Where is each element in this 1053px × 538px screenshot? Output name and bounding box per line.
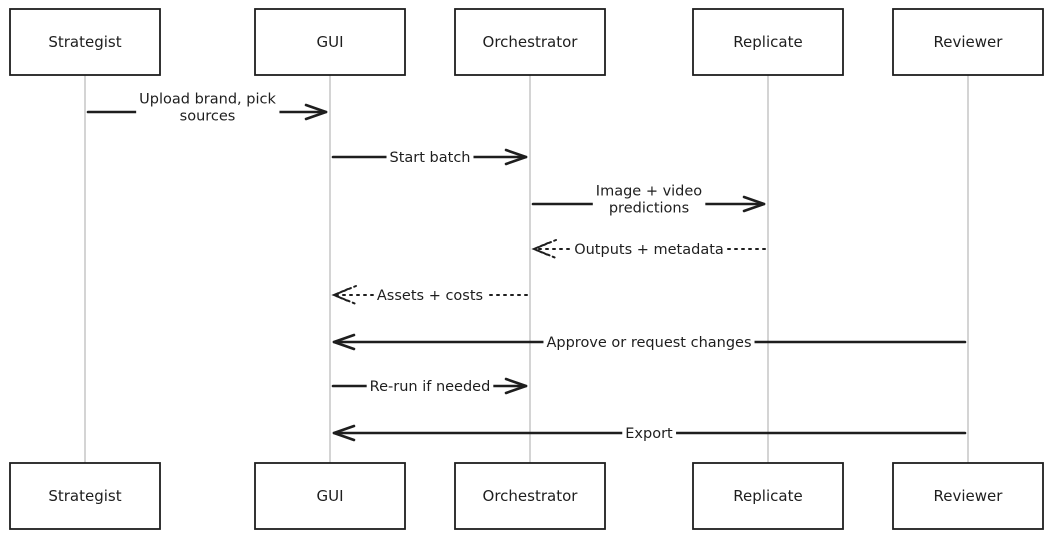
actor-box xyxy=(454,8,606,76)
actor-box xyxy=(254,8,406,76)
message-label-background xyxy=(386,149,474,167)
message-label-background xyxy=(543,334,755,352)
actor-box xyxy=(9,8,161,76)
message-label: Re-run if needed xyxy=(370,379,491,395)
message-label: Image + video xyxy=(596,184,703,200)
actor-strategist-top: Strategist xyxy=(9,8,161,76)
message-label-background xyxy=(622,425,677,443)
actor-label: Replicate xyxy=(733,33,802,51)
actor-box xyxy=(9,462,161,530)
actors-bottom: Strategist GUI Orchestrator Replicate Review… xyxy=(9,462,1044,530)
actor-box xyxy=(692,8,844,76)
message-label-background xyxy=(373,287,487,305)
actor-gui-bottom: GUI xyxy=(254,462,406,530)
lifelines xyxy=(84,75,969,463)
message-label: Start batch xyxy=(390,150,471,166)
arrow-head-inner xyxy=(331,288,349,302)
actors-top: Strategist GUI Orchestrator Replicate Review… xyxy=(9,8,1044,76)
arrow-head xyxy=(304,103,328,121)
actor-label: GUI xyxy=(316,33,343,51)
actor-gui-top: GUI xyxy=(254,8,406,76)
actor-label: Orchestrator xyxy=(483,33,579,51)
message-label-background xyxy=(592,182,706,218)
message-label: Approve or request changes xyxy=(546,335,751,351)
arrow-head xyxy=(504,377,528,395)
actor-label: Reviewer xyxy=(934,487,1004,505)
message-label: Outputs + metadata xyxy=(574,242,724,258)
message-label-background xyxy=(366,378,494,396)
actor-replicate-bottom: Replicate xyxy=(692,462,844,530)
actor-orchestrator-bottom: Orchestrator xyxy=(454,462,606,530)
message-label: Export xyxy=(625,426,673,442)
arrow-head xyxy=(332,333,356,351)
arrow-head-inner xyxy=(531,242,549,256)
actor-box xyxy=(454,462,606,530)
message-label: Upload brand, pick xyxy=(139,92,276,108)
actor-strategist-bottom: Strategist xyxy=(9,462,161,530)
actor-label: Replicate xyxy=(733,487,802,505)
actor-box xyxy=(254,462,406,530)
arrow-head xyxy=(332,424,356,442)
actor-label: Strategist xyxy=(48,33,121,51)
actor-label: Strategist xyxy=(48,487,121,505)
actor-reviewer-top: Reviewer xyxy=(892,8,1044,76)
actor-label: Orchestrator xyxy=(483,487,579,505)
actor-replicate-top: Replicate xyxy=(692,8,844,76)
actor-label: Reviewer xyxy=(934,33,1004,51)
actor-reviewer-bottom: Reviewer xyxy=(892,462,1044,530)
message-4: Assets + costs xyxy=(331,285,528,305)
message-3: Outputs + metadata xyxy=(531,239,766,259)
message-label: predictions xyxy=(609,201,689,217)
message-label: Assets + costs xyxy=(377,288,483,304)
message-5: Approve or request changes xyxy=(332,333,967,352)
message-7: Export xyxy=(332,424,967,443)
message-label-background xyxy=(571,241,727,259)
arrow-head xyxy=(504,148,528,166)
message-6: Re-run if needed xyxy=(331,377,528,396)
message-1: Start batch xyxy=(331,148,528,167)
message-label-background xyxy=(136,90,280,126)
actor-box xyxy=(692,462,844,530)
actor-box xyxy=(892,8,1044,76)
message-label: sources xyxy=(180,109,236,125)
actor-label: GUI xyxy=(316,487,343,505)
actor-box xyxy=(892,462,1044,530)
arrow-head xyxy=(742,195,766,213)
actor-orchestrator-top: Orchestrator xyxy=(454,8,606,76)
